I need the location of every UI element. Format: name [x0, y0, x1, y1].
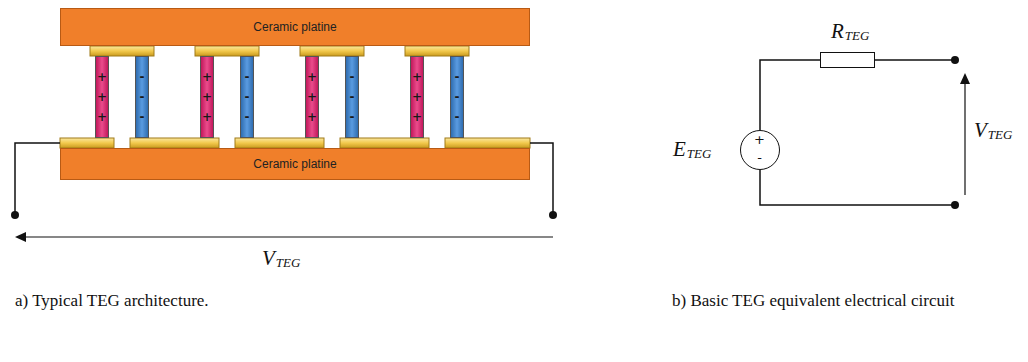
- n-type-leg: - - -: [345, 56, 359, 138]
- symbol-subscript: TEG: [845, 28, 870, 44]
- circuit-wire: [760, 60, 820, 130]
- voltage-arrow: [964, 82, 965, 195]
- polarity-signs: - - -: [140, 67, 145, 127]
- n-type-leg: - - -: [135, 56, 149, 138]
- symbol-letter: E: [673, 137, 686, 162]
- terminal-dot: [11, 211, 19, 219]
- bottom-pads: [60, 138, 530, 148]
- polarity-signs: + + +: [202, 67, 212, 127]
- terminal-dot: [951, 201, 959, 209]
- polarity-signs: - - -: [455, 67, 460, 127]
- figure-caption: a) Typical TEG architecture.: [15, 290, 415, 313]
- ceramic-plate: Ceramic platine: [60, 148, 530, 180]
- symbol-letter: R: [831, 19, 844, 44]
- symbol-subscript: TEG: [276, 255, 301, 271]
- symbol-letter: V: [974, 118, 987, 143]
- terminal-dot: [549, 211, 557, 219]
- p-type-leg: + + +: [200, 56, 214, 138]
- n-type-leg: - - -: [240, 56, 254, 138]
- symbol-letter: V: [262, 246, 275, 271]
- p-type-leg: + + +: [305, 56, 319, 138]
- polarity-signs: - - -: [350, 67, 355, 127]
- polarity-signs: + + +: [97, 67, 107, 127]
- plate-label: Ceramic platine: [253, 157, 336, 171]
- ceramic-plate: Ceramic platine: [60, 8, 530, 46]
- plate-label: Ceramic platine: [253, 20, 336, 34]
- p-type-leg: + + +: [410, 56, 424, 138]
- arrow-head: [960, 73, 970, 84]
- polarity-signs: + + +: [307, 67, 317, 127]
- output-wires: [15, 143, 553, 212]
- polarity-sign: -: [757, 150, 762, 165]
- voltage-arrow: [24, 236, 553, 237]
- circuit-wires: [760, 60, 955, 205]
- symbol-subscript: TEG: [988, 127, 1013, 143]
- p-type-leg: + + +: [95, 56, 109, 138]
- polarity-sign: +: [754, 132, 765, 147]
- voltage-source: ETEG+-: [740, 130, 780, 170]
- polarity-signs: + + +: [412, 67, 422, 127]
- n-type-leg: - - -: [450, 56, 464, 138]
- figure-caption: b) Basic TEG equivalent electrical circu…: [672, 290, 972, 313]
- top-pads: [90, 46, 469, 56]
- symbol-subscript: TEG: [687, 146, 712, 162]
- polarity-signs: - - -: [245, 67, 250, 127]
- terminal-dot: [951, 56, 959, 64]
- resistor-symbol: RTEG: [820, 52, 875, 68]
- arrow-head: [15, 232, 26, 242]
